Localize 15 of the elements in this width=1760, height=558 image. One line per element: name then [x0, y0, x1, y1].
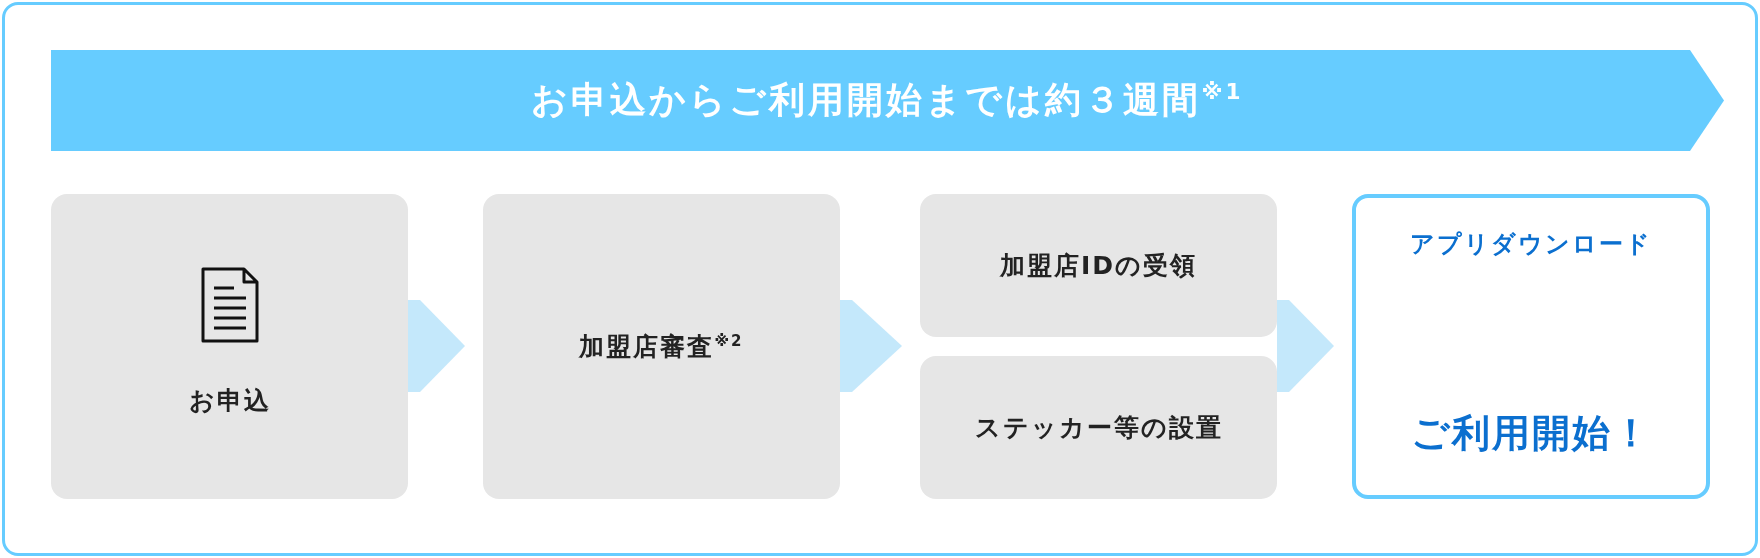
step-label: 加盟店IDの受領	[999, 250, 1198, 282]
step-box	[920, 194, 1277, 337]
chevron-arrow	[1277, 300, 1334, 392]
banner-text: お申込からご利用開始までは約３週間$^{※1}$	[531, 78, 1244, 122]
step-box	[51, 194, 408, 499]
step-box	[920, 356, 1277, 499]
chevron-arrow	[840, 300, 902, 392]
goal-text: ご利用開始！	[1410, 410, 1652, 457]
step-box	[483, 194, 840, 499]
chevron-arrow	[408, 300, 465, 392]
step-label: ステッカー等の設置	[974, 412, 1223, 444]
goal-box	[1352, 194, 1710, 499]
heading-text: アプリダウンロード	[1410, 229, 1652, 260]
step-label: お申込	[188, 385, 271, 417]
step-label: 加盟店審査$^{※2}$	[579, 330, 744, 363]
